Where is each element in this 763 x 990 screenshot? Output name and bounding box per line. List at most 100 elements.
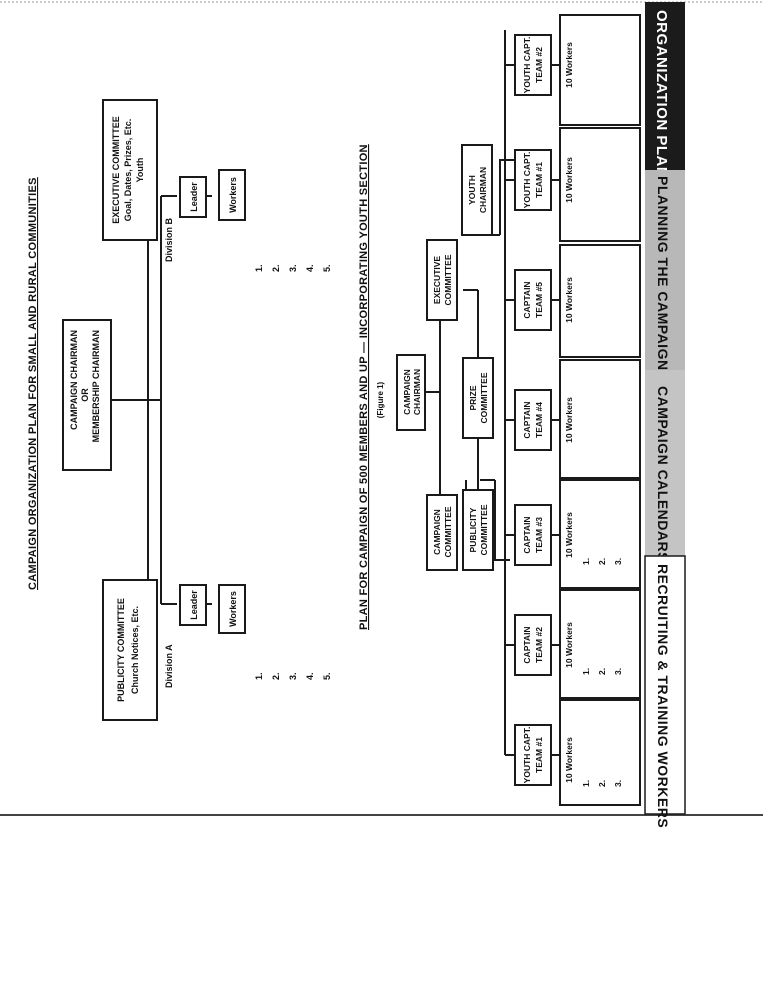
large-campaign-chairman-box [396,354,426,431]
team-worker-item: 3. [613,780,623,787]
tab-organization-plans[interactable] [645,2,685,170]
plan-500-members: PLAN FOR CAMPAIGN OF 500 MEMBERS AND UP … [358,14,641,806]
large-campaign-chairman-line1: CAMPAIGN [402,369,412,415]
team-worker-item: 2. [597,668,607,675]
team-workers-label: 10 Workers [564,277,574,323]
team-worker-item: 2. [597,558,607,565]
team-label-line2: TEAM #2 [534,47,544,83]
team-label-line1: YOUTH CAPT. [522,152,532,209]
division-b-workers-box [218,169,246,221]
team-captain-3: CAPTAIN TEAM #3 10 Workers 1. 2. 3. [505,479,641,589]
division-b-item: 2. [271,264,281,272]
plan-small-communities: CAMPAIGN ORGANIZATION PLAN FOR SMALL AND… [27,99,332,721]
team-workers-label: 10 Workers [564,397,574,443]
division-a-workers-box [218,584,246,634]
large-publicity-committee-box [462,489,494,571]
division-b-label: Division B [164,217,174,262]
side-tabs: ORGANIZATION PLANS PLANNING THE CAMPAIGN… [644,2,686,828]
team-label-box [514,269,552,331]
team-workers-box [559,14,641,126]
campaign-chairman-line2: OR [80,388,90,402]
prize-committee-line1: PRIZE [468,385,478,410]
publicity-committee-box [102,579,158,721]
youth-chairman-line1: YOUTH [467,175,477,205]
team-workers-label: 10 Workers [564,622,574,668]
division-a-label: Division A [164,644,174,688]
team-label-line2: TEAM #3 [534,517,544,553]
prize-committee-line2: COMMITTEE [479,372,489,423]
team-workers-box [559,359,641,479]
team-label-box [514,504,552,566]
prize-committee-box [462,357,494,439]
large-executive-committee-line2: COMMITTEE [443,254,453,305]
team-captain-4: CAPTAIN TEAM #4 10 Workers [505,359,641,479]
team-worker-item: 3. [613,558,623,565]
campaign-committee-line2: COMMITTEE [443,506,453,557]
division-a-list: 1. 2. 3. 4. 5. [254,672,332,680]
team-label-line2: TEAM #4 [534,402,544,438]
division-b-list: 1. 2. 3. 4. 5. [254,264,332,272]
leader-worker-connectors [203,195,212,605]
team-youth-1-left: YOUTH CAPT. TEAM #1 10 Workers 1. 2. 3. [505,699,641,806]
large-publicity-committee-line1: PUBLICITY [468,507,478,552]
team-label-line1: YOUTH CAPT. [522,37,532,94]
team-workers-box [559,479,641,589]
team-label-box [514,149,552,211]
division-b-workers-label: Workers [228,177,238,213]
campaign-committee-box [426,494,458,571]
division-a-item: 3. [288,672,298,680]
team-label-line1: YOUTH CAPT. [522,727,532,784]
plan-small-title: CAMPAIGN ORGANIZATION PLAN FOR SMALL AND… [27,177,39,590]
team-workers-box [559,699,641,806]
team-youth-1-right: YOUTH CAPT. TEAM #1 10 Workers [505,127,641,242]
team-label-box [514,389,552,451]
figure-label: (Figure 1) [376,381,385,418]
tab-planning-the-campaign[interactable] [645,170,685,370]
team-captain-5: CAPTAIN TEAM #5 10 Workers [505,244,641,358]
team-worker-item: 1. [581,558,591,565]
team-worker-item: 3. [613,668,623,675]
team-label-line2: TEAM #2 [534,627,544,663]
tab-campaign-calendars[interactable] [645,370,685,556]
team-label-line2: TEAM #5 [534,282,544,318]
team-captain-2: CAPTAIN TEAM #2 10 Workers 1. 2. 3. [505,589,641,699]
division-a-workers-label: Workers [228,591,238,627]
division-a-item: 4. [305,672,315,680]
division-b-item: 3. [288,264,298,272]
team-workers-label: 10 Workers [564,157,574,203]
tab-recruiting-training[interactable] [644,555,686,815]
team-worker-item: 1. [581,780,591,787]
team-workers-label: 10 Workers [564,42,574,88]
team-label-line1: CAPTAIN [522,401,532,438]
tab-organization-plans-label: ORGANIZATION PLANS [653,10,670,189]
campaign-committee-line1: CAMPAIGN [432,509,442,555]
division-a-leader-box [179,584,207,626]
team-worker-item: 1. [581,668,591,675]
division-b-leader-label: Leader [189,182,199,212]
campaign-chairman-line3: MEMBERSHIP CHAIRMAN [91,330,101,442]
division-b-leader-box [179,176,207,218]
tab-recruiting-training-label: RECRUITING & TRAINING WORKERS [655,564,671,828]
team-label-line1: CAPTAIN [522,626,532,663]
youth-chairman-line2: CHAIRMAN [478,167,488,213]
division-a-leader-label: Leader [189,590,199,620]
division-b-item: 4. [305,264,315,272]
team-workers-label: 10 Workers [564,737,574,783]
campaign-chairman-box [62,319,112,471]
team-workers-label: 10 Workers [564,512,574,558]
team-workers-box [559,244,641,358]
division-a-item: 5. [322,672,332,680]
publicity-committee-desc: Church Notices, Etc. [130,606,140,694]
large-executive-committee-line1: EXECUTIVE [432,256,442,305]
youth-chairman-box [461,144,493,236]
plan-large-title: PLAN FOR CAMPAIGN OF 500 MEMBERS AND UP … [358,144,370,630]
tab-planning-the-campaign-label: PLANNING THE CAMPAIGN (OVER) [655,176,671,427]
team-label-line1: CAPTAIN [522,281,532,318]
large-executive-committee-box [426,239,458,321]
tab-campaign-calendars-label: CAMPAIGN CALENDARS [655,386,671,562]
team-label-box [514,34,552,96]
campaign-chairman-line1: CAMPAIGN CHAIRMAN [69,330,79,430]
team-worker-item: 2. [597,780,607,787]
